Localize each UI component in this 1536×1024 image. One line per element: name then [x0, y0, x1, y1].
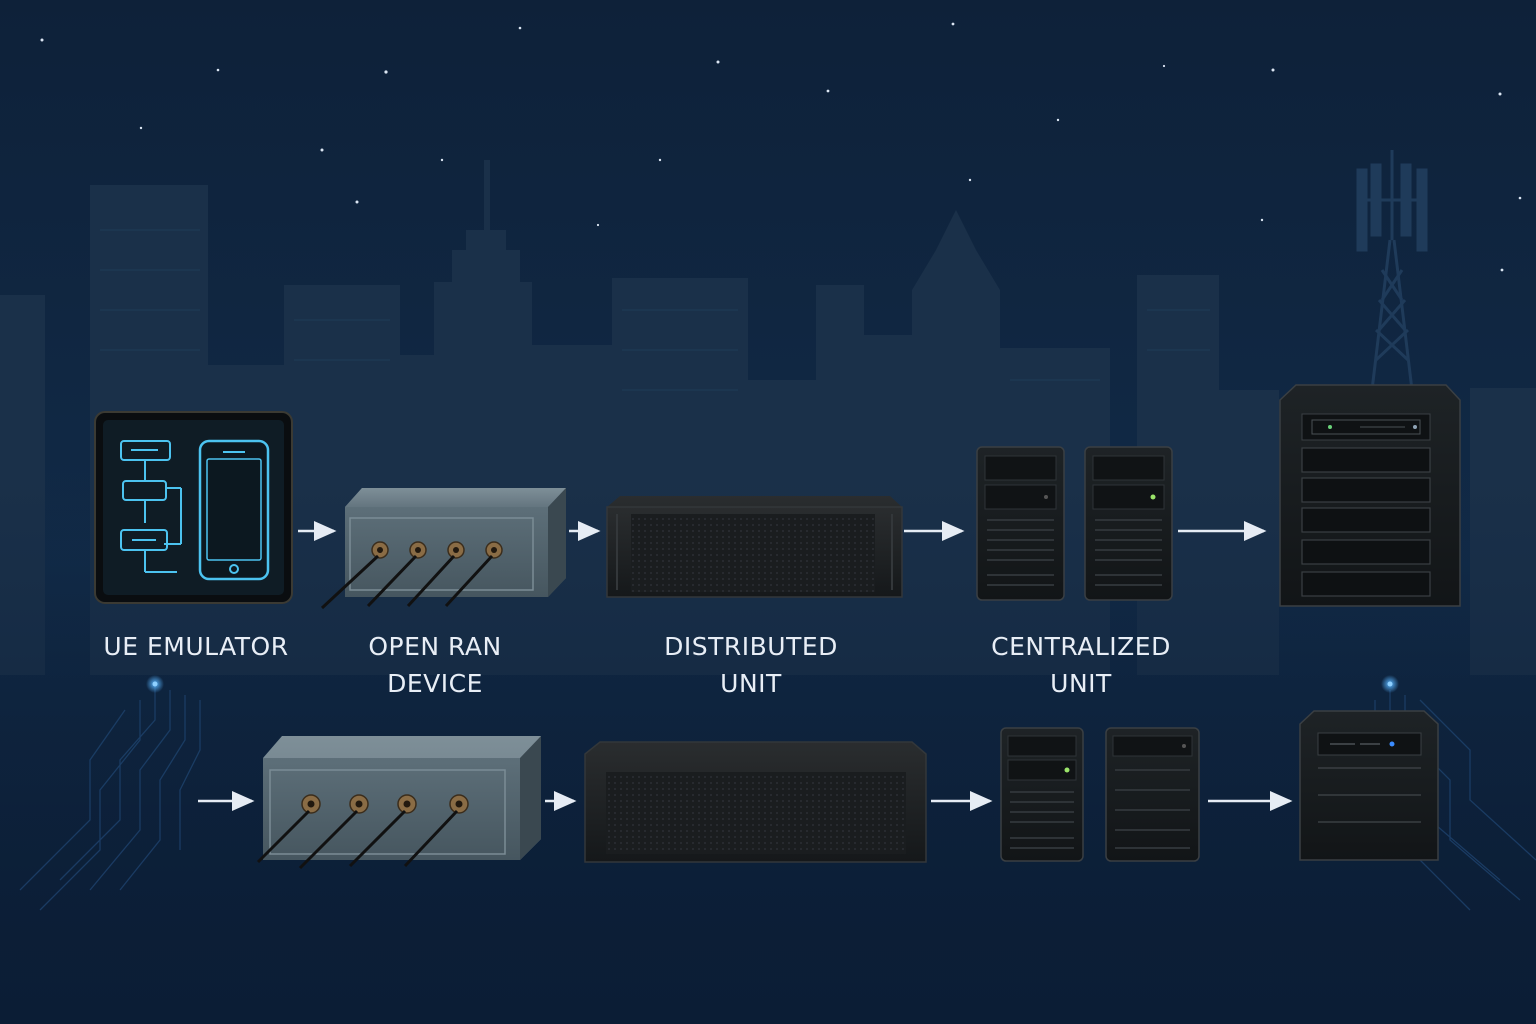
core-server-rack-icon — [1279, 384, 1461, 607]
distributed-unit-icon — [606, 496, 903, 598]
glow-dot-right-core — [1387, 681, 1393, 687]
label-open-ran-line-1: OPEN RAN — [368, 632, 502, 661]
stars — [40, 22, 1522, 272]
label-open-ran-device: OPEN RAN DEVICE — [335, 628, 535, 702]
label-distributed-unit: DISTRIBUTED UNIT — [640, 628, 862, 702]
centralized-unit-server-icon — [1105, 727, 1200, 862]
centralized-unit-server-icon — [1000, 727, 1084, 862]
skyline-windows — [100, 229, 1210, 391]
label-centralized-unit: CENTRALIZED UNIT — [970, 628, 1192, 702]
open-ran-device-icon — [256, 736, 541, 870]
label-distributed-line-2: UNIT — [720, 669, 782, 698]
centralized-unit-server-icon — [976, 446, 1065, 601]
ue-emulator-tablet-icon — [94, 411, 293, 604]
label-open-ran-line-2: DEVICE — [387, 669, 483, 698]
label-ue-emulator-text: UE EMULATOR — [103, 632, 289, 661]
cell-tower-icon — [1356, 150, 1428, 391]
glow-dot-left-core — [152, 681, 158, 687]
label-centralized-line-1: CENTRALIZED — [991, 632, 1171, 661]
label-ue-emulator: UE EMULATOR — [90, 628, 302, 665]
open-ran-device-icon — [320, 488, 566, 610]
phone-icon — [198, 439, 270, 581]
label-centralized-line-2: UNIT — [1050, 669, 1112, 698]
centralized-unit-server-icon — [1084, 446, 1173, 601]
label-distributed-line-1: DISTRIBUTED — [664, 632, 838, 661]
core-server-rack-icon — [1299, 710, 1439, 861]
distributed-unit-icon — [584, 741, 927, 863]
